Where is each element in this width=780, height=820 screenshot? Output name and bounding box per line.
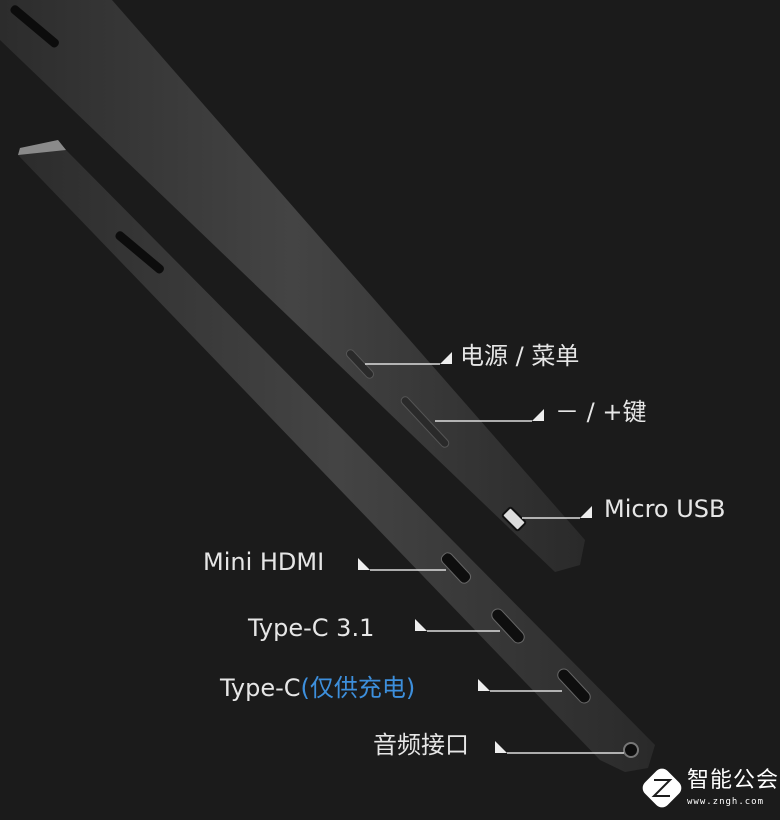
power-button (345, 349, 375, 379)
callout-lines (358, 352, 624, 754)
label-volume-keys: － / +键 (555, 398, 647, 426)
type-c-31-port (491, 608, 525, 644)
watermark-url: www.zngh.com (687, 797, 765, 807)
label-type-c-31: Type-C 3.1 (248, 614, 375, 642)
label-mini-hdmi: Mini HDMI (203, 548, 325, 576)
rear-vent-slot (10, 5, 59, 48)
volume-rocker (400, 396, 450, 448)
rear-monitor-edge (0, 0, 585, 572)
label-power-menu: 电源 / 菜单 (460, 342, 580, 370)
watermark: 智能公会 www.zngh.com (645, 770, 778, 814)
mini-hdmi-port (440, 552, 472, 584)
type-c-text: Type-C (220, 674, 301, 702)
charge-only-note: (仅供充电) (300, 674, 416, 702)
watermark-title: 智能公会 (687, 768, 780, 793)
audio-jack-port (623, 742, 639, 758)
front-bevel (18, 140, 66, 155)
label-type-c-charge: Type-C(仅供充电) (220, 676, 415, 700)
label-audio-jack: 音频接口 (373, 731, 469, 759)
label-micro-usb: Micro USB (604, 495, 726, 523)
micro-usb-port (501, 506, 527, 532)
type-c-charge-port (557, 668, 591, 704)
front-vent-slot (115, 231, 164, 274)
